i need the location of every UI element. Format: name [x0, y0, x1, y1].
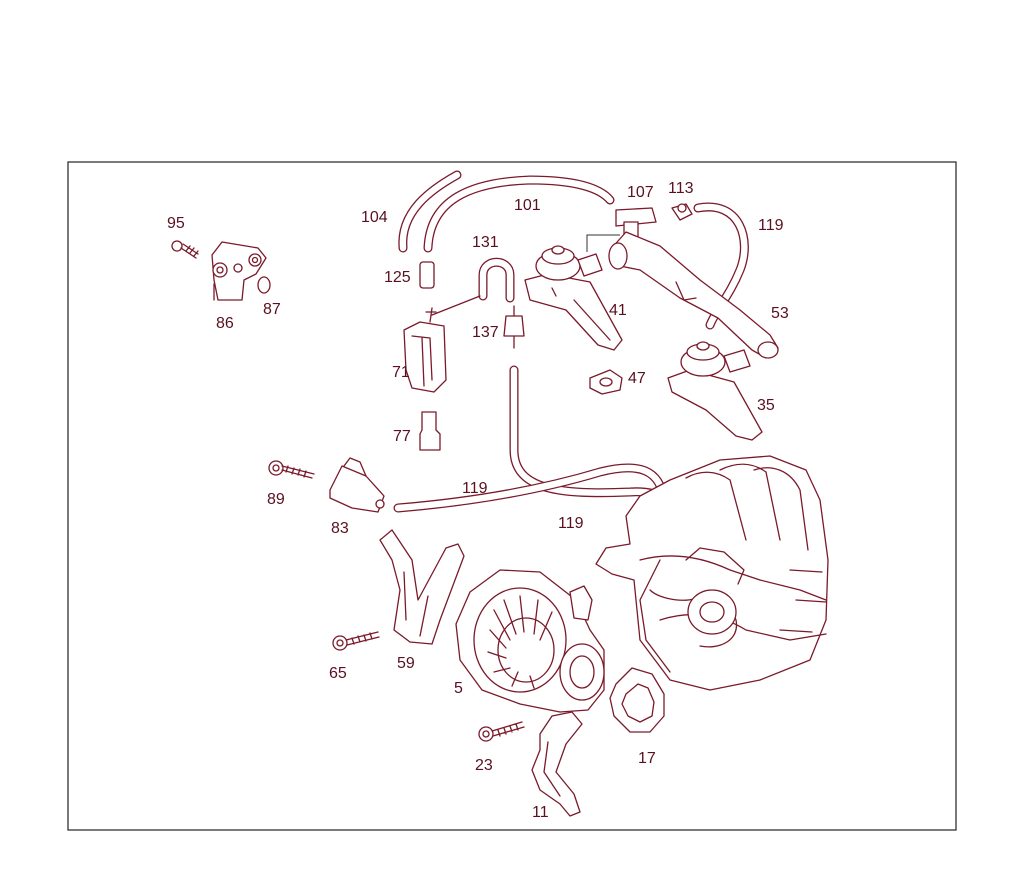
part-59-bracket: [379, 529, 465, 645]
part-119-hose-lower: [393, 463, 669, 535]
part-17-ring: [609, 667, 665, 733]
label-89: 89: [267, 491, 285, 508]
diagram-frame: [67, 161, 957, 831]
part-83-sensor: [329, 457, 385, 513]
part-5-air-pump: [455, 569, 605, 713]
part-137-fitting: [503, 305, 525, 349]
part-71-solenoid: [403, 295, 481, 393]
label-71: 71: [392, 364, 410, 381]
label-87: 87: [263, 301, 281, 318]
part-131-hose: [478, 257, 515, 303]
label-137: 137: [472, 324, 499, 341]
label-125: 125: [384, 269, 411, 286]
label-47: 47: [628, 370, 646, 387]
label-83: 83: [331, 520, 349, 537]
intake-manifold: [595, 455, 829, 691]
label-119-upper: 119: [758, 217, 784, 234]
label-35: 35: [757, 397, 775, 414]
part-23-bolt: [478, 721, 525, 742]
label-23: 23: [475, 757, 493, 774]
label-101: 101: [514, 197, 541, 214]
label-131: 131: [472, 234, 499, 251]
part-47-gasket: [589, 369, 623, 395]
label-107: 107: [627, 184, 654, 201]
part-86-sensor: [211, 241, 267, 301]
label-17: 17: [638, 750, 656, 767]
part-77-sleeve: [419, 411, 441, 451]
part-113-valve: [671, 203, 693, 221]
label-77: 77: [393, 428, 411, 445]
label-95: 95: [167, 215, 185, 232]
part-125-sleeve: [419, 261, 435, 289]
label-5: 5: [454, 680, 463, 697]
label-104: 104: [361, 209, 388, 226]
part-11-bracket: [531, 711, 583, 817]
label-113: 113: [668, 180, 694, 197]
part-87-o-ring: [257, 276, 271, 294]
label-119-vertical: 119: [558, 515, 584, 532]
part-35-valve: [667, 341, 763, 441]
label-86: 86: [216, 315, 234, 332]
part-101-hose: [423, 175, 615, 253]
label-41: 41: [609, 302, 627, 319]
part-95-screw: [171, 240, 199, 259]
part-53-pipe: [608, 231, 779, 359]
label-11: 11: [532, 804, 549, 821]
part-41-valve: [524, 245, 623, 351]
part-107-connector: [615, 207, 657, 239]
label-53: 53: [771, 305, 789, 322]
leader-107: [586, 234, 620, 252]
part-104-hose: [398, 170, 462, 253]
label-65: 65: [329, 665, 347, 682]
label-119-lower: 119: [462, 480, 488, 497]
part-65-bolt: [332, 631, 380, 651]
part-89-bolt: [268, 460, 315, 479]
label-59: 59: [397, 655, 415, 672]
